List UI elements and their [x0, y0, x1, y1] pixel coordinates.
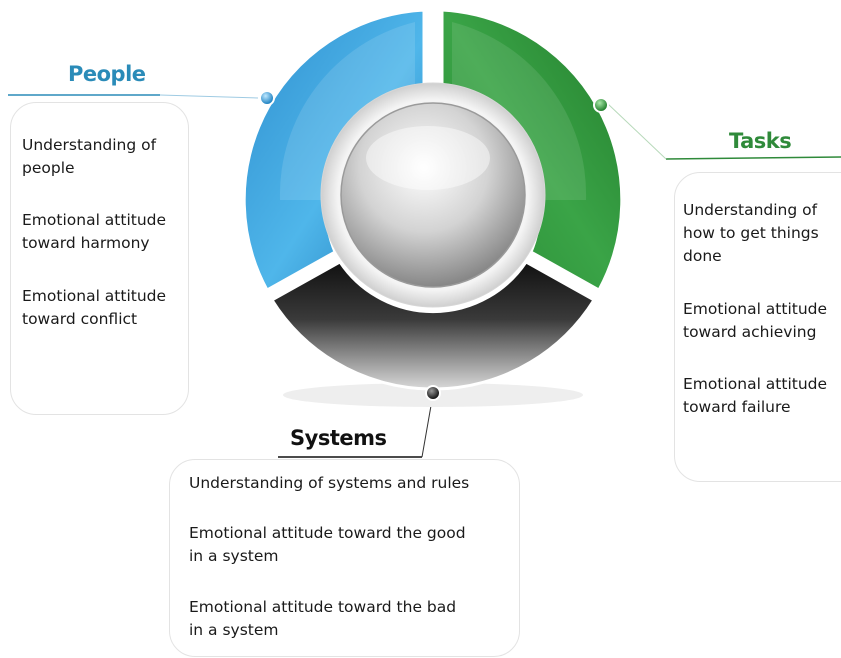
people-item-2-line-2: toward harmony	[22, 234, 150, 252]
systems-item-2-line-1: Emotional attitude toward the good	[189, 524, 466, 542]
systems-item-2-line-2: in a system	[189, 547, 279, 565]
tasks-item-1: Understanding of how to get things done	[683, 199, 819, 268]
tasks-item-3-line-2: toward failure	[683, 398, 791, 416]
systems-card	[169, 459, 520, 657]
tasks-leader-line	[607, 103, 667, 160]
tasks-item-1-line-1: Understanding of	[683, 201, 818, 219]
systems-item-1: Understanding of systems and rules	[189, 472, 469, 495]
people-item-1: Understanding of people	[22, 134, 156, 180]
systems-item-3: Emotional attitude toward the bad in a s…	[189, 596, 456, 642]
tasks-item-1-line-3: done	[683, 247, 722, 265]
people-item-2: Emotional attitude toward harmony	[22, 209, 166, 255]
people-card	[10, 102, 189, 415]
systems-leader-line	[421, 399, 433, 458]
tasks-item-2-line-2: toward achieving	[683, 323, 817, 341]
center-knob-highlight	[366, 126, 490, 190]
tasks-item-2-line-1: Emotional attitude	[683, 300, 828, 318]
people-item-1-line-1: Understanding of	[22, 136, 157, 154]
systems-segment	[269, 260, 597, 391]
systems-item-2: Emotional attitude toward the good in a …	[189, 522, 466, 568]
people-item-3-line-2: toward conflict	[22, 310, 138, 328]
people-heading: People	[68, 62, 146, 86]
people-dot	[259, 90, 275, 106]
people-item-3-line-1: Emotional attitude	[22, 287, 167, 305]
tasks-underline	[665, 156, 841, 160]
people-segment-gloss	[279, 22, 415, 200]
tasks-card	[674, 172, 841, 482]
tasks-dot	[593, 97, 609, 113]
tasks-segment-gloss	[452, 22, 587, 200]
people-leader-line	[159, 94, 259, 99]
people-item-2-line-1: Emotional attitude	[22, 211, 167, 229]
tasks-heading: Tasks	[729, 129, 792, 153]
tasks-item-3-line-1: Emotional attitude	[683, 375, 828, 393]
systems-item-1-line-1: Understanding of systems and rules	[189, 474, 470, 492]
people-item-3: Emotional attitude toward conflict	[22, 285, 166, 331]
people-item-1-line-2: people	[22, 159, 75, 177]
tasks-item-3: Emotional attitude toward failure	[683, 373, 827, 419]
systems-item-3-line-1: Emotional attitude toward the bad	[189, 598, 457, 616]
systems-item-3-line-2: in a system	[189, 621, 279, 639]
tasks-item-1-line-2: how to get things	[683, 224, 819, 242]
systems-dot	[425, 385, 441, 401]
center-knob	[340, 102, 526, 288]
tasks-item-2: Emotional attitude toward achieving	[683, 298, 827, 344]
systems-heading: Systems	[290, 426, 387, 450]
